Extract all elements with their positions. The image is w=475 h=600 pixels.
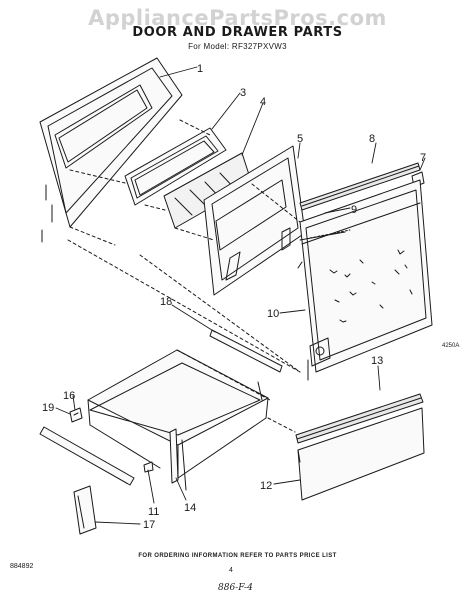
page-number: 4 — [229, 567, 233, 574]
callout-11: 11 — [148, 506, 159, 518]
part-door-front — [297, 179, 433, 381]
callout-labels: 1 3 4 5 8 7 9 18 10 13 16 19 12 11 14 17 — [42, 63, 426, 531]
callout-13: 13 — [371, 355, 383, 367]
part-drawer-glide — [143, 461, 154, 473]
alignment-guides — [67, 119, 301, 373]
part-drawer-front-panel — [297, 407, 425, 501]
ordering-note: FOR ORDERING INFORMATION REFER TO PARTS … — [138, 553, 337, 559]
document-code: 884892 — [10, 563, 34, 570]
callout-16: 16 — [63, 390, 75, 402]
callout-4: 4 — [260, 96, 266, 108]
callout-3: 3 — [240, 87, 246, 99]
callout-1: 1 — [197, 63, 203, 75]
part-outer-door-panel — [39, 57, 183, 246]
page-title: DOOR AND DRAWER PARTS — [132, 25, 343, 40]
callout-18: 18 — [160, 296, 172, 308]
callout-leaders — [55, 66, 426, 525]
part-drawer-clip — [69, 407, 83, 423]
part-window-frame — [124, 127, 227, 206]
handwritten-note: 886-F-4 — [218, 583, 253, 593]
callout-9: 9 — [351, 204, 357, 216]
part-end-cap — [73, 485, 97, 535]
part-inner-door-panel — [203, 145, 306, 296]
model-subtitle: For Model: RF327PXVW3 — [188, 42, 287, 51]
part-drawer-body — [87, 349, 296, 479]
diagram-ref-code: 4250A — [442, 343, 460, 349]
callout-8: 8 — [369, 133, 375, 145]
watermark: AppliancePartsPros.com — [88, 6, 387, 30]
callout-5: 5 — [297, 133, 303, 145]
callout-17: 17 — [143, 519, 155, 531]
part-panel-trim — [295, 393, 424, 444]
callout-14: 14 — [184, 502, 196, 514]
part-drawer-rail — [209, 329, 283, 373]
callout-19: 19 — [42, 402, 54, 414]
part-drawer-bracket — [169, 428, 187, 491]
callout-7: 7 — [420, 152, 426, 164]
callout-10: 10 — [267, 308, 279, 320]
callout-12: 12 — [260, 480, 272, 492]
part-drawer-front-strip — [39, 426, 135, 486]
